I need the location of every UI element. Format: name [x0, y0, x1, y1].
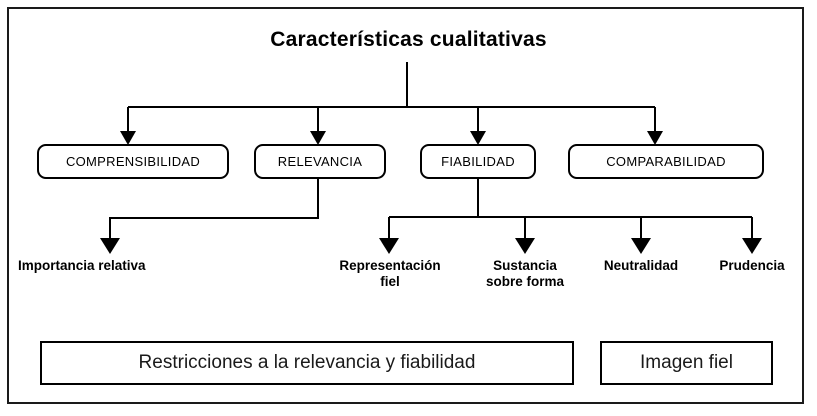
node-comparabilidad[interactable]: COMPARABILIDAD — [568, 144, 764, 179]
page-title: Características cualitativas — [270, 28, 547, 51]
leaf-prudencia: Prudencia — [719, 258, 785, 273]
footer-box-restricciones-label: Restricciones a la relevancia y fiabilid… — [138, 352, 476, 373]
footer-box-restricciones[interactable]: Restricciones a la relevancia y fiabilid… — [40, 341, 574, 385]
node-comparabilidad-label: COMPARABILIDAD — [606, 154, 726, 169]
node-fiabilidad-label: FIABILIDAD — [441, 154, 515, 169]
node-comprensibilidad[interactable]: COMPRENSIBILIDAD — [37, 144, 229, 179]
leaf-representacion-fiel: Representación fiel — [339, 258, 441, 289]
node-relevancia-label: RELEVANCIA — [277, 154, 363, 169]
footer-box-imagen-fiel[interactable]: Imagen fiel — [600, 341, 773, 385]
leaf-sustancia-sobre-forma: Sustancia sobre forma — [485, 258, 565, 289]
leaf-neutralidad: Neutralidad — [603, 258, 679, 273]
leaf-importancia-relativa: Importancia relativa — [18, 258, 146, 273]
node-fiabilidad[interactable]: FIABILIDAD — [420, 144, 536, 179]
node-comprensibilidad-label: COMPRENSIBILIDAD — [65, 154, 201, 169]
node-relevancia[interactable]: RELEVANCIA — [254, 144, 386, 179]
footer-box-imagen-fiel-label: Imagen fiel — [640, 352, 733, 373]
